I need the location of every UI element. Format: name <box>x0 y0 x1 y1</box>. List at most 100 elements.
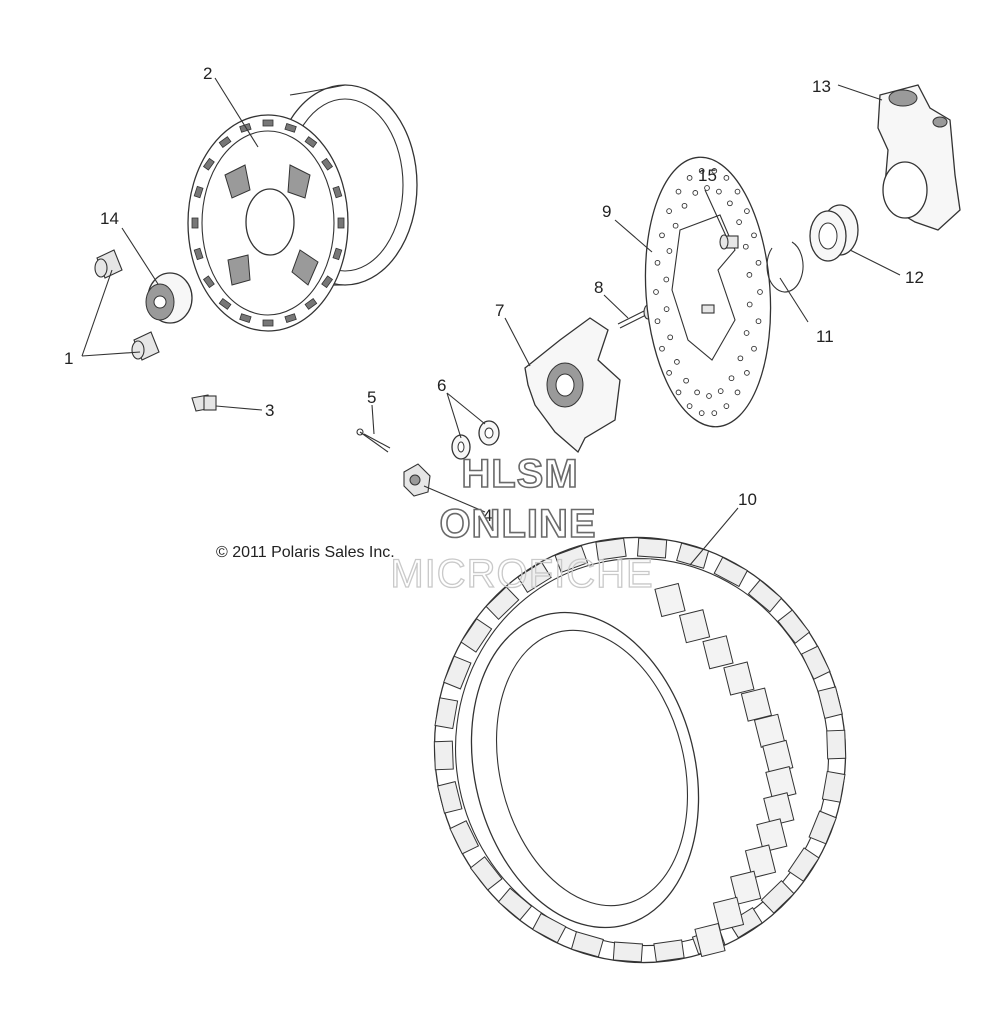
beadlock-slot <box>193 185 204 199</box>
callout-5: 5 <box>367 388 376 407</box>
copyright-notice: © 2011 Polaris Sales Inc. <box>216 544 395 561</box>
beadlock-slot <box>304 297 318 310</box>
tread-block <box>800 645 831 680</box>
tread-block <box>437 781 463 814</box>
disc-hole <box>666 370 672 376</box>
disc-hole <box>734 389 741 396</box>
tread-block <box>636 537 668 559</box>
disc-hole <box>666 248 673 254</box>
beadlock-slot <box>284 313 297 324</box>
disc-hole <box>674 359 680 365</box>
tread-block <box>517 561 552 594</box>
castle-nut <box>403 463 431 497</box>
tread-block <box>434 697 459 730</box>
beadlock-slot <box>218 136 232 149</box>
disc-hole <box>751 232 757 239</box>
tread-block <box>678 609 711 644</box>
tread-block <box>787 847 820 882</box>
callout-8: 8 <box>594 278 603 297</box>
tread-block <box>756 818 788 853</box>
tread-block <box>497 887 533 921</box>
beadlock-slot <box>337 217 345 229</box>
watermark: HLSM ONLINE MICROFICHE <box>390 451 654 596</box>
callout-1: 1 <box>64 349 73 368</box>
small-bolt <box>719 234 739 250</box>
disc-hole <box>666 208 672 214</box>
tread-block <box>570 931 604 958</box>
disc-hole <box>659 232 665 239</box>
disc-hole <box>659 345 665 352</box>
beadlock-slot <box>191 217 199 229</box>
tread-block <box>460 618 493 653</box>
tread-block <box>595 537 627 561</box>
disc-hole <box>751 345 757 352</box>
tread-block <box>744 844 777 879</box>
beadlock-slot <box>284 122 297 133</box>
brake-disc <box>644 156 772 428</box>
tread-block <box>808 810 837 845</box>
callout-6: 6 <box>437 376 446 395</box>
callout-2: 2 <box>203 64 212 83</box>
callout-3: 3 <box>265 401 274 420</box>
wheel-rim <box>187 84 418 332</box>
brake-disc-holes <box>653 168 763 416</box>
tread-block <box>485 586 520 621</box>
disc-hole <box>686 175 693 181</box>
tread-block <box>826 729 847 760</box>
disc-hole <box>755 259 762 266</box>
disc-hole <box>711 410 718 416</box>
steering-knuckle <box>877 84 961 231</box>
disc-hole <box>728 375 735 382</box>
disc-hole <box>663 276 670 283</box>
callout-4: 4 <box>483 506 492 525</box>
tread-block <box>747 579 783 613</box>
disc-hole <box>667 334 674 341</box>
tread-block <box>713 556 749 588</box>
callout-12: 12 <box>905 268 924 287</box>
tread-block <box>449 820 480 855</box>
beadlock-slot <box>218 297 232 310</box>
tread-block <box>694 922 726 958</box>
callout-7: 7 <box>495 301 504 320</box>
disc-hole <box>704 185 710 191</box>
disc-hole <box>675 188 682 195</box>
tread-block <box>653 939 685 963</box>
callout-10: 10 <box>738 490 757 509</box>
callout-labels: 1 2 3 4 5 6 7 8 9 10 11 12 13 14 15 <box>64 64 924 525</box>
valve-stem <box>191 394 217 412</box>
disc-hole <box>711 168 718 174</box>
beadlock-slot <box>193 247 204 261</box>
tread-block <box>730 870 762 905</box>
callout-9: 9 <box>602 202 611 221</box>
disc-hole <box>692 190 699 196</box>
tread-block <box>469 856 503 891</box>
disc-hole <box>694 389 700 396</box>
disc-hole <box>683 377 689 384</box>
watermark-line-3: MICROFICHE <box>390 552 653 596</box>
tread-block <box>777 609 811 644</box>
beadlock-slot <box>202 275 215 289</box>
tread-block <box>531 912 567 944</box>
callout-13: 13 <box>812 77 831 96</box>
disc-hole <box>723 403 730 409</box>
beadlock-slot <box>321 275 334 289</box>
disc-hole <box>742 243 749 250</box>
disc-hole <box>654 259 661 266</box>
tread-block <box>817 686 843 719</box>
tread-block <box>702 635 734 670</box>
disc-hole <box>654 318 661 325</box>
tread-block <box>740 687 773 722</box>
callout-14: 14 <box>100 209 119 228</box>
disc-hole <box>746 272 753 278</box>
tire-tread-blocks <box>433 537 847 963</box>
disc-hole <box>698 410 705 416</box>
beadlock-slot <box>202 157 215 171</box>
disc-hole <box>743 330 750 336</box>
callout-15: 15 <box>698 166 717 185</box>
wheel-bearing <box>809 204 859 262</box>
beadlock-slot <box>304 136 318 149</box>
tread-block <box>821 770 846 803</box>
tread-block <box>433 740 454 771</box>
wheel-hub <box>524 317 621 454</box>
